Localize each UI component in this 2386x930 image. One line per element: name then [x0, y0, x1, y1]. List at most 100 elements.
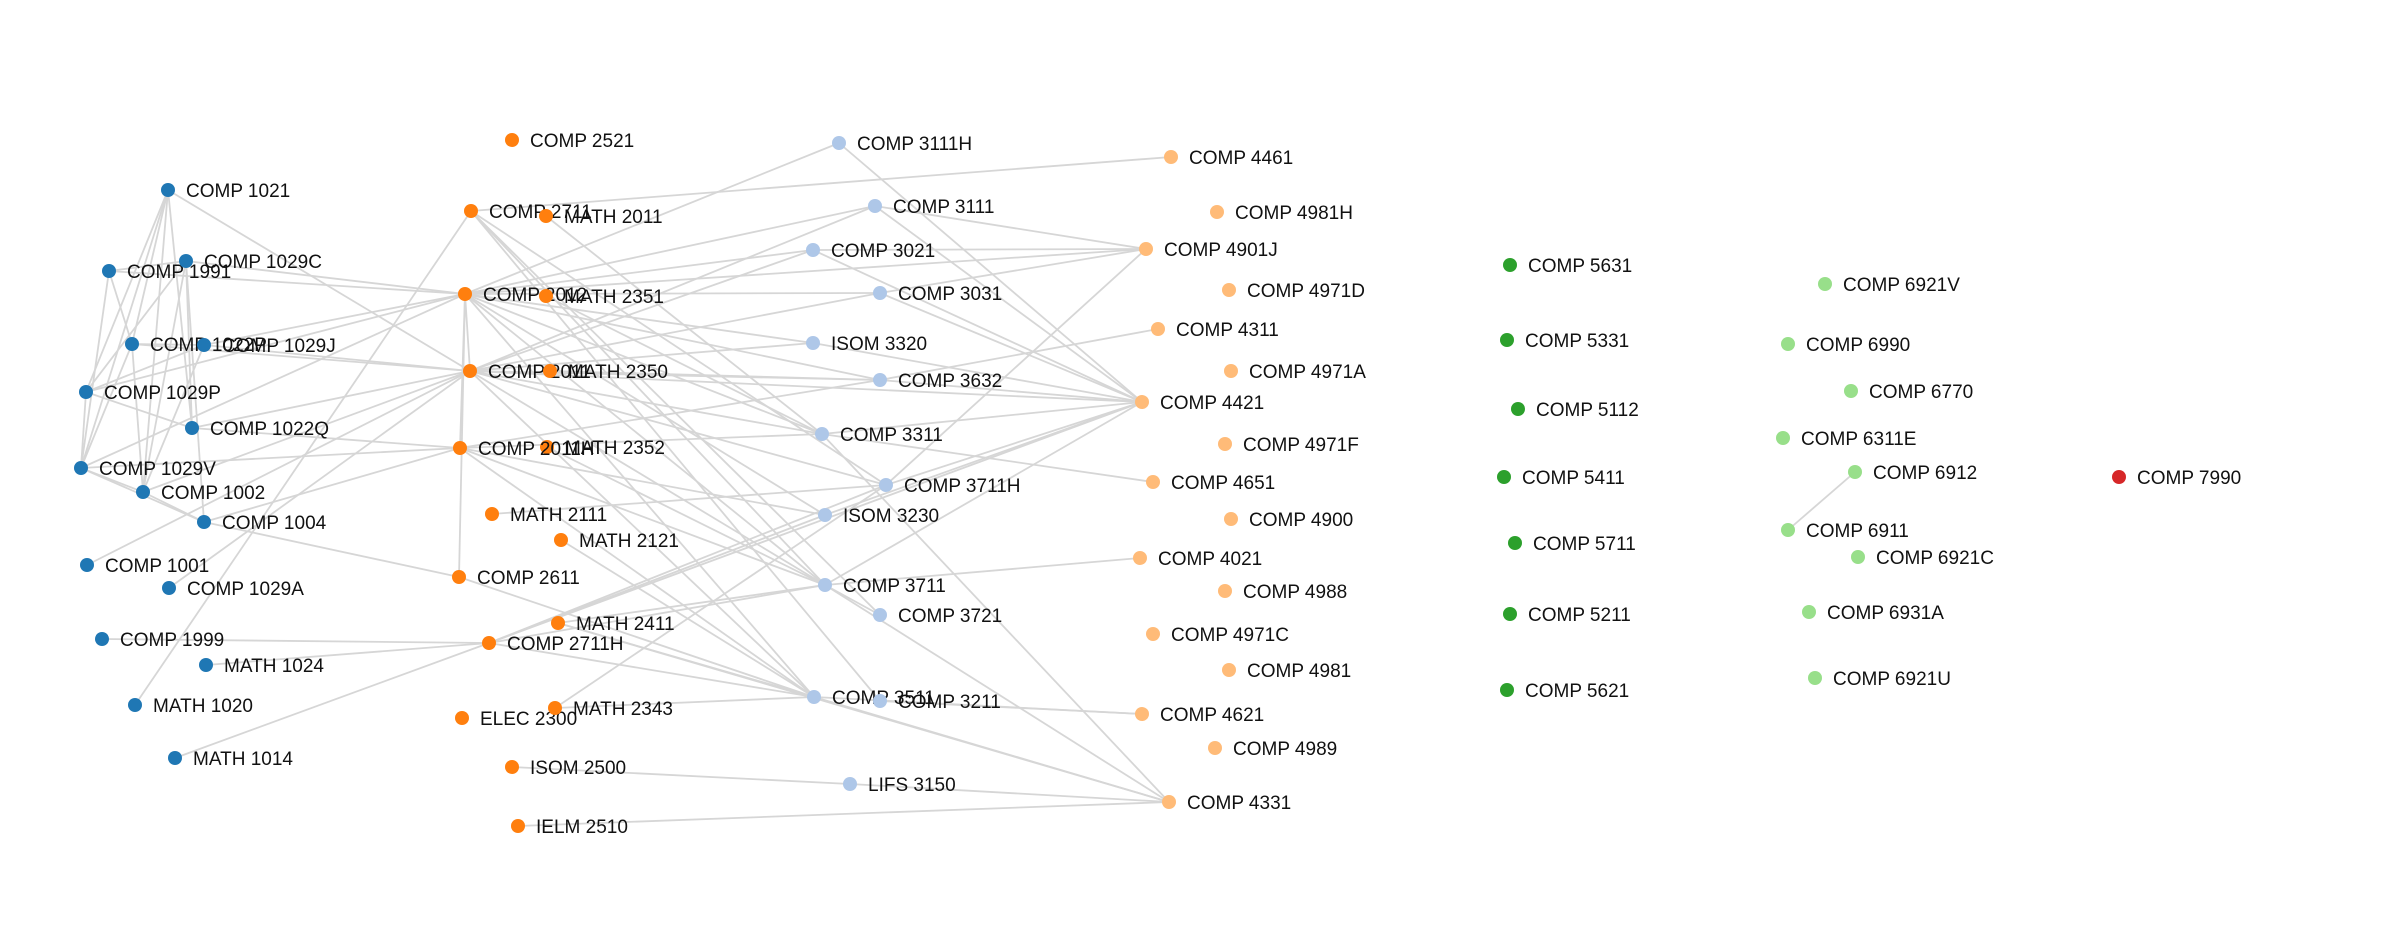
- node-math-2351[interactable]: MATH 2351: [539, 287, 664, 308]
- node-dot[interactable]: [197, 515, 211, 529]
- node-dot[interactable]: [832, 136, 846, 150]
- node-isom-2500[interactable]: ISOM 2500: [505, 758, 626, 779]
- node-comp-1029p[interactable]: COMP 1029P: [79, 383, 221, 404]
- node-dot[interactable]: [199, 658, 213, 672]
- node-math-2343[interactable]: MATH 2343: [548, 699, 673, 720]
- node-dot[interactable]: [1164, 150, 1178, 164]
- node-dot[interactable]: [1222, 283, 1236, 297]
- node-comp-1021[interactable]: COMP 1021: [161, 181, 290, 202]
- node-dot[interactable]: [1781, 523, 1795, 537]
- node-dot[interactable]: [1781, 337, 1795, 351]
- node-comp-3111h[interactable]: COMP 3111H: [832, 134, 972, 155]
- node-dot[interactable]: [1208, 741, 1222, 755]
- node-dot[interactable]: [1500, 333, 1514, 347]
- node-dot[interactable]: [818, 578, 832, 592]
- node-comp-2011[interactable]: COMP 2011: [463, 362, 591, 383]
- node-comp-4651[interactable]: COMP 4651: [1146, 473, 1275, 494]
- node-dot[interactable]: [1135, 395, 1149, 409]
- node-dot[interactable]: [1224, 512, 1238, 526]
- node-dot[interactable]: [1146, 627, 1160, 641]
- node-comp-6911[interactable]: COMP 6911: [1781, 521, 1909, 542]
- node-comp-3632[interactable]: COMP 3632: [873, 371, 1002, 392]
- node-dot[interactable]: [1808, 671, 1822, 685]
- node-math-2352[interactable]: MATH 2352: [540, 438, 665, 459]
- node-dot[interactable]: [458, 287, 472, 301]
- node-comp-2611[interactable]: COMP 2611: [452, 568, 580, 589]
- node-dot[interactable]: [1511, 402, 1525, 416]
- node-comp-1991[interactable]: COMP 1991: [102, 262, 231, 283]
- node-dot[interactable]: [452, 570, 466, 584]
- node-dot[interactable]: [1222, 663, 1236, 677]
- node-comp-5621[interactable]: COMP 5621: [1500, 681, 1629, 702]
- node-comp-4461[interactable]: COMP 4461: [1164, 148, 1293, 169]
- node-dot[interactable]: [543, 364, 557, 378]
- node-comp-2011h[interactable]: COMP 2011H: [453, 439, 595, 460]
- node-dot[interactable]: [806, 336, 820, 350]
- node-comp-4971a[interactable]: COMP 4971A: [1224, 362, 1366, 383]
- node-dot[interactable]: [485, 507, 499, 521]
- node-dot[interactable]: [540, 440, 554, 454]
- node-dot[interactable]: [873, 373, 887, 387]
- node-dot[interactable]: [1135, 707, 1149, 721]
- node-dot[interactable]: [1851, 550, 1865, 564]
- node-comp-4971f[interactable]: COMP 4971F: [1218, 435, 1359, 456]
- node-dot[interactable]: [1503, 607, 1517, 621]
- node-math-2011[interactable]: MATH 2011: [539, 207, 663, 228]
- node-comp-1029c[interactable]: COMP 1029C: [179, 252, 322, 273]
- node-dot[interactable]: [1844, 384, 1858, 398]
- node-dot[interactable]: [873, 694, 887, 708]
- node-dot[interactable]: [1848, 465, 1862, 479]
- node-comp-1029a[interactable]: COMP 1029A: [162, 579, 304, 600]
- node-dot[interactable]: [1776, 431, 1790, 445]
- node-dot[interactable]: [1146, 475, 1160, 489]
- node-comp-1022q[interactable]: COMP 1022Q: [185, 419, 329, 440]
- node-comp-4021[interactable]: COMP 4021: [1133, 549, 1262, 570]
- node-dot[interactable]: [815, 427, 829, 441]
- node-comp-4901j[interactable]: COMP 4901J: [1139, 240, 1278, 261]
- node-comp-5331[interactable]: COMP 5331: [1500, 331, 1629, 352]
- node-dot[interactable]: [873, 608, 887, 622]
- node-comp-6311e[interactable]: COMP 6311E: [1776, 429, 1916, 450]
- node-dot[interactable]: [554, 533, 568, 547]
- node-dot[interactable]: [1497, 470, 1511, 484]
- node-comp-3711[interactable]: COMP 3711: [818, 576, 946, 597]
- node-dot[interactable]: [1218, 437, 1232, 451]
- node-comp-4989[interactable]: COMP 4989: [1208, 739, 1337, 760]
- node-comp-4621[interactable]: COMP 4621: [1135, 705, 1264, 726]
- node-comp-6770[interactable]: COMP 6770: [1844, 382, 1973, 403]
- node-comp-3021[interactable]: COMP 3021: [806, 241, 935, 262]
- node-lifs-3150[interactable]: LIFS 3150: [843, 775, 956, 796]
- node-comp-5112[interactable]: COMP 5112: [1511, 400, 1639, 421]
- node-comp-6912[interactable]: COMP 6912: [1848, 463, 1977, 484]
- node-comp-4331[interactable]: COMP 4331: [1162, 793, 1291, 814]
- node-dot[interactable]: [2112, 470, 2126, 484]
- node-comp-4981[interactable]: COMP 4981: [1222, 661, 1351, 682]
- node-dot[interactable]: [843, 777, 857, 791]
- node-dot[interactable]: [511, 819, 525, 833]
- node-comp-4421[interactable]: COMP 4421: [1135, 393, 1264, 414]
- node-comp-6921u[interactable]: COMP 6921U: [1808, 669, 1951, 690]
- node-comp-5411[interactable]: COMP 5411: [1497, 468, 1625, 489]
- node-comp-2711h[interactable]: COMP 2711H: [482, 634, 624, 655]
- node-comp-4900[interactable]: COMP 4900: [1224, 510, 1353, 531]
- node-comp-3211[interactable]: COMP 3211: [873, 692, 1001, 713]
- node-dot[interactable]: [185, 421, 199, 435]
- node-dot[interactable]: [1151, 322, 1165, 336]
- node-dot[interactable]: [464, 204, 478, 218]
- node-dot[interactable]: [818, 508, 832, 522]
- node-dot[interactable]: [136, 485, 150, 499]
- node-dot[interactable]: [1802, 605, 1816, 619]
- node-comp-4981h[interactable]: COMP 4981H: [1210, 203, 1353, 224]
- node-dot[interactable]: [505, 133, 519, 147]
- node-comp-5211[interactable]: COMP 5211: [1503, 605, 1631, 626]
- node-dot[interactable]: [551, 616, 565, 630]
- node-dot[interactable]: [806, 243, 820, 257]
- node-dot[interactable]: [1210, 205, 1224, 219]
- node-isom-3320[interactable]: ISOM 3320: [806, 334, 927, 355]
- node-ielm-2510[interactable]: IELM 2510: [511, 817, 628, 838]
- node-dot[interactable]: [539, 289, 553, 303]
- node-comp-7990[interactable]: COMP 7990: [2112, 468, 2241, 489]
- node-math-1014[interactable]: MATH 1014: [168, 749, 293, 770]
- node-comp-6921v[interactable]: COMP 6921V: [1818, 275, 1960, 296]
- node-dot[interactable]: [1500, 683, 1514, 697]
